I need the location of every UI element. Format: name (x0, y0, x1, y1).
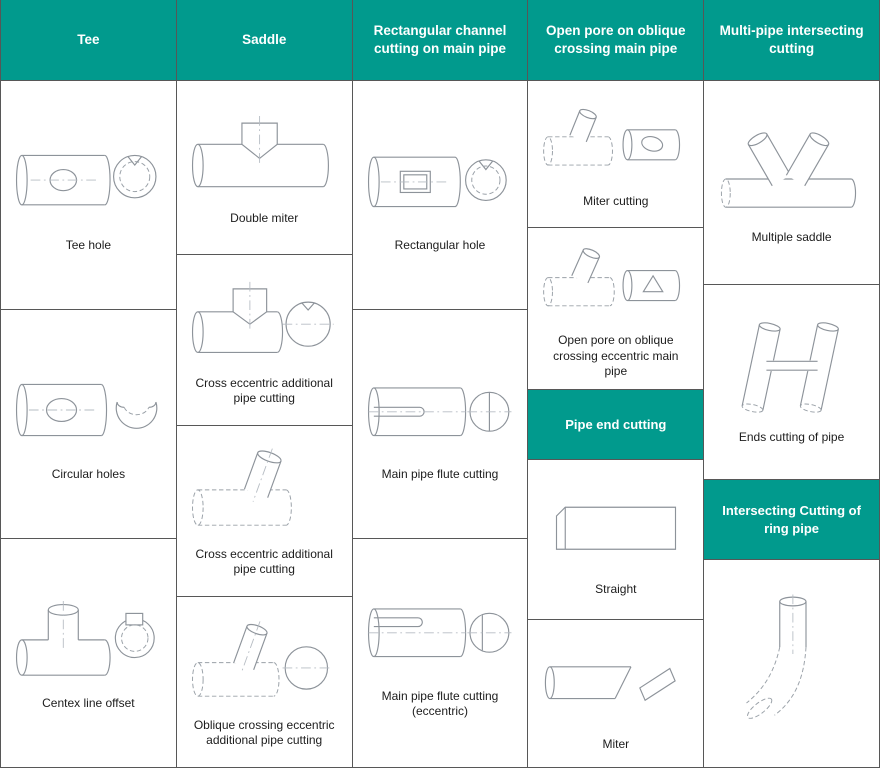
cell-main-pipe-flute: Main pipe flute cutting (352, 310, 528, 539)
miter-cutting-drawing (541, 98, 691, 186)
cell-label: Main pipe flute cutting (381, 467, 499, 482)
multiple-saddle-drawing (717, 119, 867, 216)
cross-eccentric-drawing (189, 273, 339, 361)
cell-label: Open pore on oblique crossing eccentric … (553, 333, 679, 379)
cell-miter-cutting: Miter cutting (528, 81, 704, 228)
column-header-tee: Tee (1, 0, 176, 81)
column-rectangular-channel: Rectangular channel cutting on main pipe… (352, 0, 529, 768)
column-header-label: Tee (77, 31, 100, 47)
cross-eccentric-oblique-drawing (189, 444, 339, 532)
cell-cross-eccentric-2: Cross eccentric additional pipe cutting (176, 426, 352, 597)
cell-label: Miter cutting (583, 194, 649, 209)
cell-label: Miter (602, 736, 630, 751)
column-multi-pipe: Multi-pipe intersecting cutting (704, 0, 880, 768)
column-header-label: Multi-pipe intersecting cutting (719, 22, 864, 56)
cell-straight: Straight (528, 460, 704, 620)
rectangular-hole-drawing (365, 136, 515, 224)
subheader-label: Intersecting Cutting of ring pipe (722, 502, 861, 536)
subheader-intersecting-ring-pipe: Intersecting Cutting of ring pipe (704, 480, 879, 560)
cell-label: Oblique crossing eccentric additional pi… (193, 717, 335, 748)
cell-label: Tee hole (65, 238, 112, 253)
cell-ring-pipe-intersect (704, 560, 879, 768)
cell-centex-line-offset: Centex line offset (1, 539, 176, 768)
main-pipe-flute-drawing (365, 365, 515, 453)
column-open-pore: Open pore on oblique crossing main pipe (528, 0, 705, 768)
double-miter-drawing (189, 109, 339, 197)
cell-main-pipe-flute-eccentric: Main pipe flute cutting (eccentric) (352, 539, 528, 768)
column-saddle: Saddle Double miter (176, 0, 353, 768)
cell-label: Ends cutting of pipe (738, 429, 845, 444)
column-header-label: Saddle (242, 31, 287, 47)
column-tee: Tee Tee hole (1, 0, 177, 768)
cell-label: Main pipe flute cutting (eccentric) (381, 688, 499, 719)
cell-label: Circular holes (51, 467, 126, 482)
column-header-saddle: Saddle (176, 0, 352, 81)
cell-label: Cross eccentric additional pipe cutting (195, 375, 333, 406)
cell-label: Double miter (230, 210, 299, 225)
ring-pipe-intersect-drawing (722, 591, 862, 722)
cell-double-miter: Double miter (176, 81, 352, 255)
subheader-pipe-end-cutting: Pipe end cutting (528, 390, 704, 460)
column-header-open-pore: Open pore on oblique crossing main pipe (528, 0, 704, 81)
column-header-multi-pipe: Multi-pipe intersecting cutting (704, 0, 879, 81)
open-pore-oblique-drawing (541, 237, 691, 325)
main-pipe-flute-eccentric-drawing (365, 586, 515, 674)
ends-cutting-drawing (717, 319, 867, 416)
cell-open-pore-oblique: Open pore on oblique crossing eccentric … (528, 228, 704, 390)
cell-label: Straight (595, 582, 637, 597)
cell-cross-eccentric-1: Cross eccentric additional pipe cutting (176, 255, 352, 426)
column-header-rectangular-channel: Rectangular channel cutting on main pipe (352, 0, 528, 81)
subheader-label: Pipe end cutting (565, 416, 667, 432)
column-header-label: Open pore on oblique crossing main pipe (546, 22, 686, 56)
straight-pipe-drawing (546, 481, 686, 569)
cell-label: Centex line offset (42, 696, 135, 711)
circular-holes-drawing (13, 365, 163, 453)
cell-miter: Miter (528, 620, 704, 768)
cell-ends-cutting: Ends cutting of pipe (704, 285, 879, 480)
cell-label: Rectangular hole (394, 238, 486, 253)
cell-oblique-crossing-eccentric: Oblique crossing eccentric additional pi… (176, 597, 352, 768)
tee-hole-drawing (13, 136, 163, 224)
centex-line-offset-drawing (13, 594, 163, 682)
cell-rectangular-hole: Rectangular hole (352, 81, 528, 310)
cell-circular-holes: Circular holes (1, 310, 176, 539)
oblique-crossing-eccentric-drawing (189, 615, 339, 703)
cell-multiple-saddle: Multiple saddle (704, 81, 879, 285)
miter-pipe-drawing (541, 635, 691, 723)
cell-tee-hole: Tee hole (1, 81, 176, 310)
cell-label: Cross eccentric additional pipe cutting (195, 546, 333, 577)
column-header-label: Rectangular channel cutting on main pipe (373, 22, 507, 56)
cell-label: Multiple saddle (751, 230, 832, 245)
